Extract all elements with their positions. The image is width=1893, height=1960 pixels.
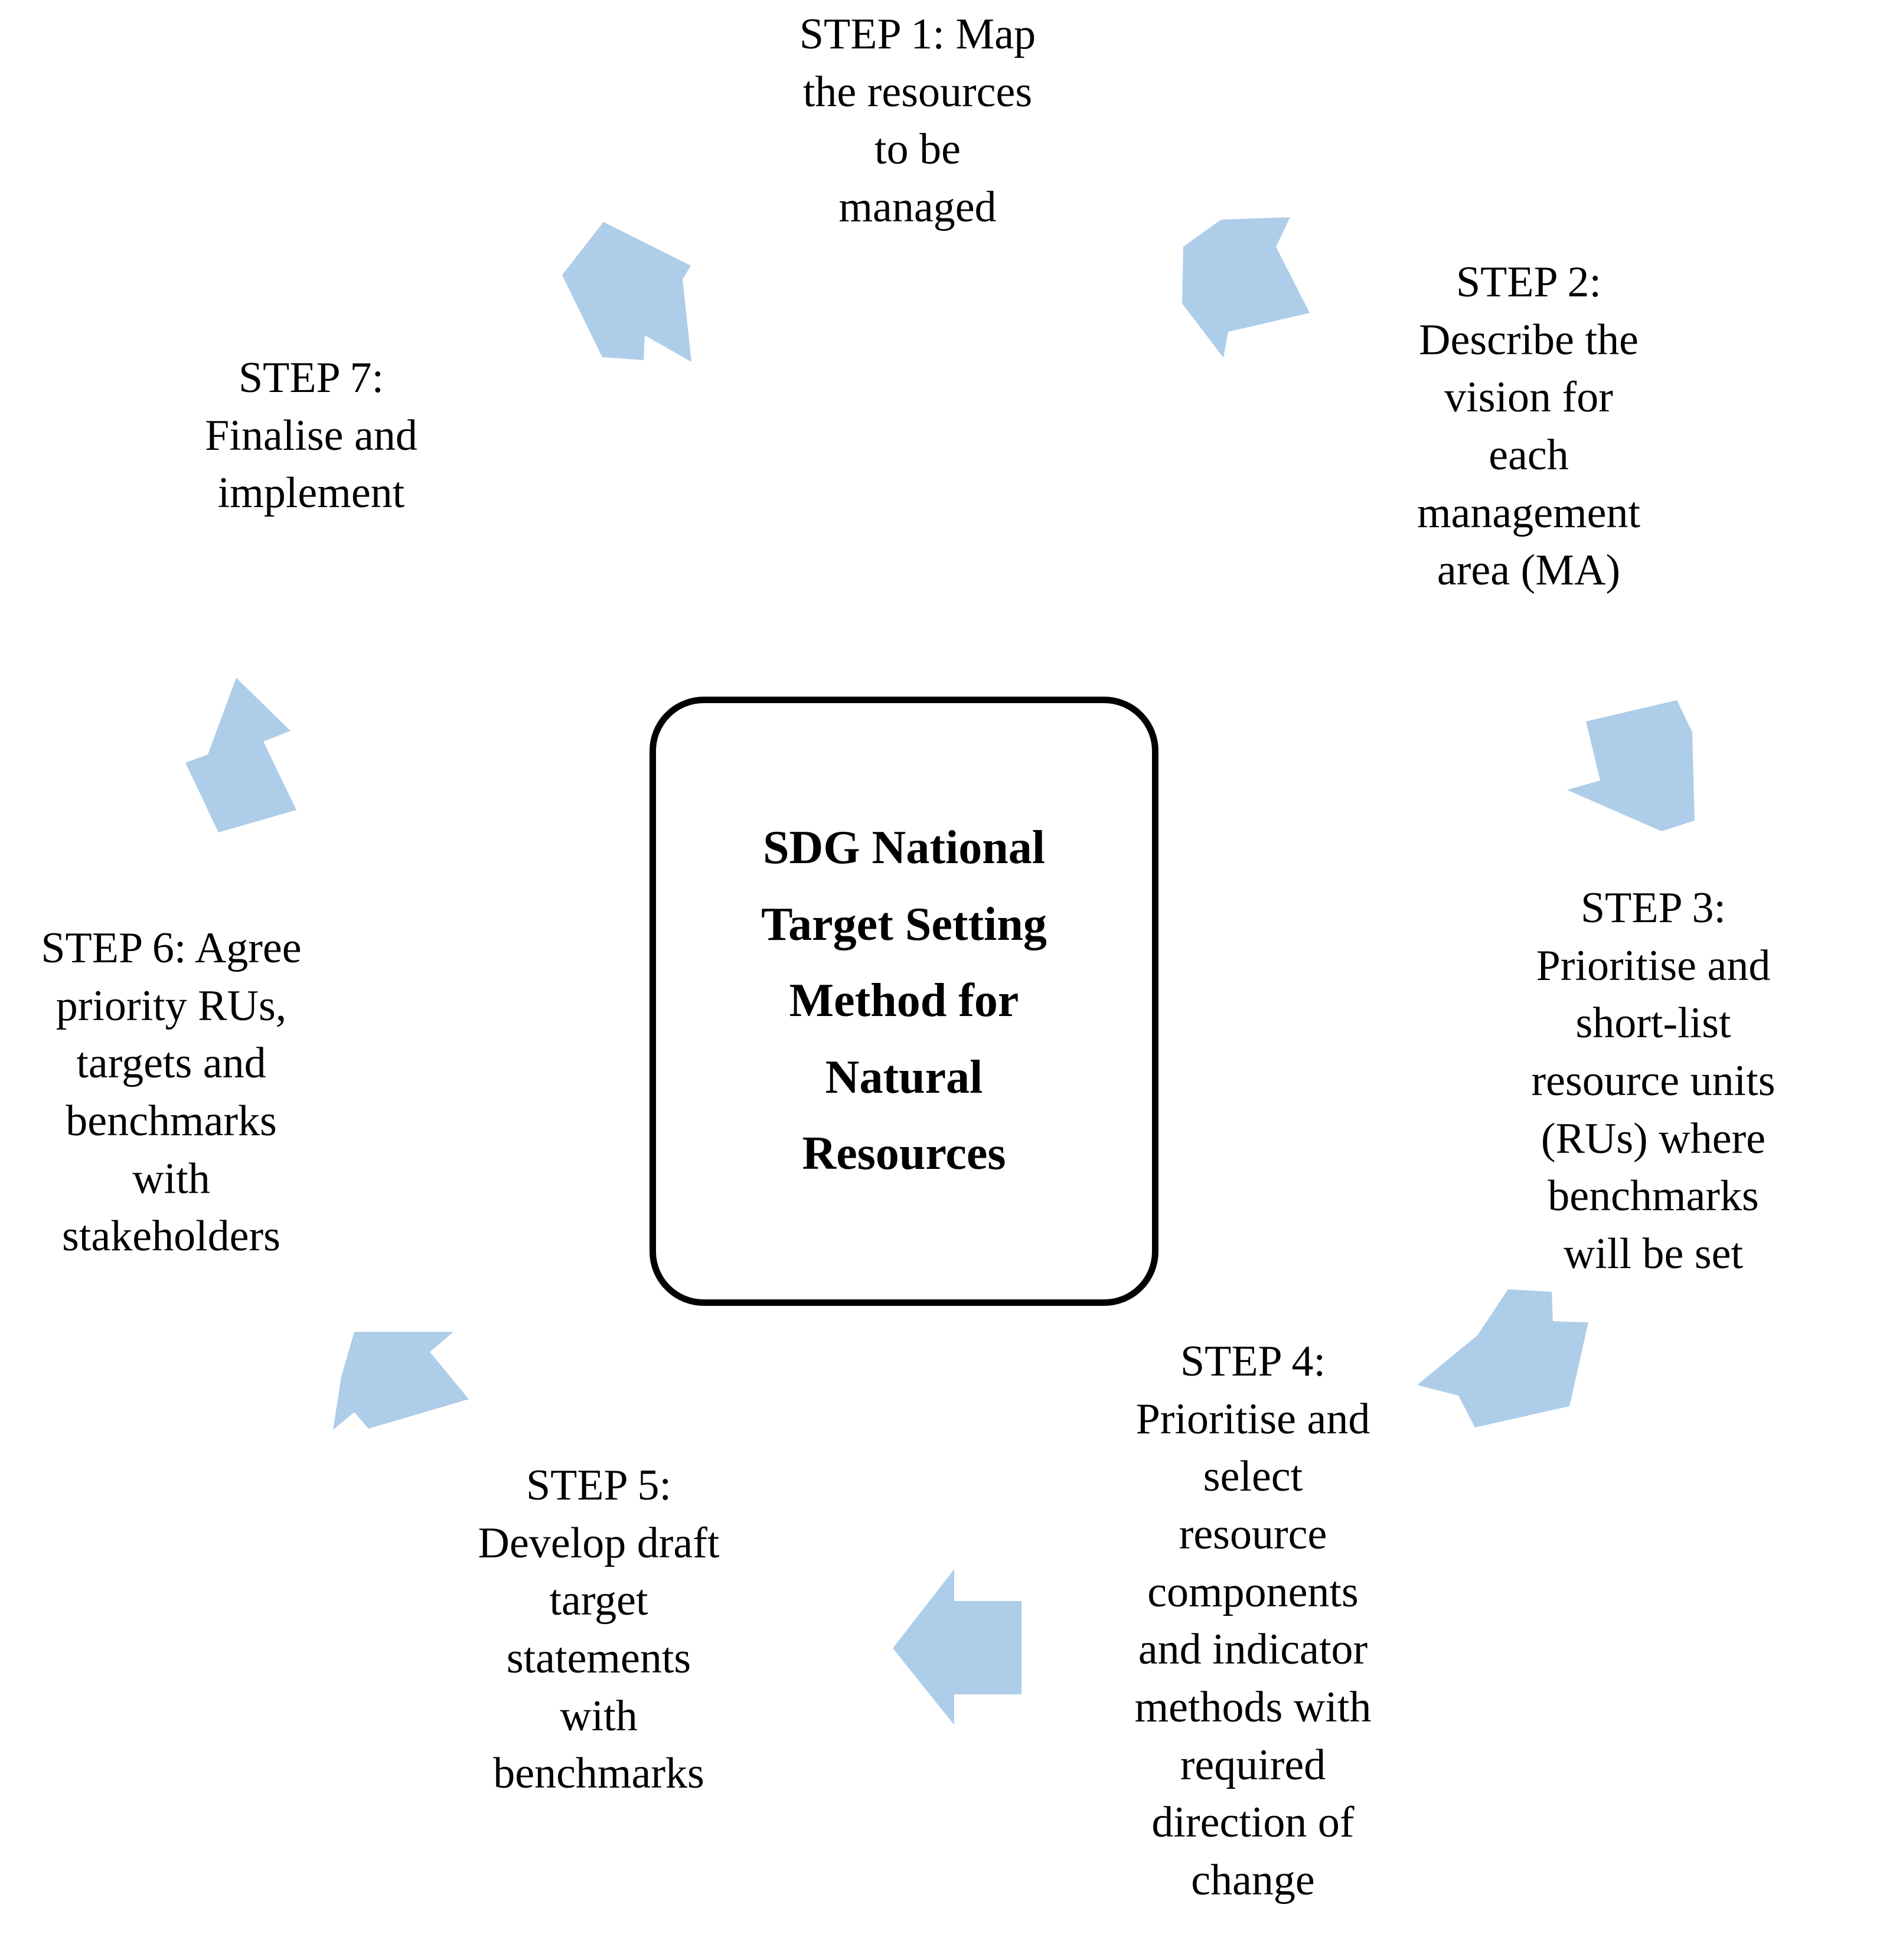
- arrow-step3-to-step4-icon: [1411, 1269, 1600, 1446]
- arrow-step6-to-step7-icon: [165, 667, 342, 844]
- center-title-text: SDG National Target Setting Method for N…: [761, 822, 1047, 1180]
- arrow-step2-to-step3-icon: [1506, 667, 1695, 844]
- center-title-box: SDG National Target Setting Method for N…: [650, 697, 1158, 1306]
- step-5-label: STEP 5: Develop draft target statements …: [478, 1461, 720, 1798]
- arrow-step7-to-step1-icon: [520, 195, 709, 372]
- arrow-step1-to-step2-icon: [1122, 195, 1317, 378]
- step-4-label: STEP 4: Prioritise and select resource c…: [1134, 1337, 1372, 1905]
- step-7-label: STEP 7: Finalise and implement: [205, 354, 417, 518]
- arrow-step4-to-step5-icon: [844, 1559, 1027, 1730]
- step-2-label: STEP 2: Describe the vision for each man…: [1417, 258, 1641, 595]
- arrow-step5-to-step6-icon: [295, 1252, 490, 1435]
- step-1-label: STEP 1: Map the resources to be managed: [799, 10, 1036, 232]
- step-3-label: STEP 3: Prioritise and short-list resour…: [1531, 884, 1775, 1279]
- step-6-label: STEP 6: Agree priority RUs, targets and …: [41, 924, 302, 1261]
